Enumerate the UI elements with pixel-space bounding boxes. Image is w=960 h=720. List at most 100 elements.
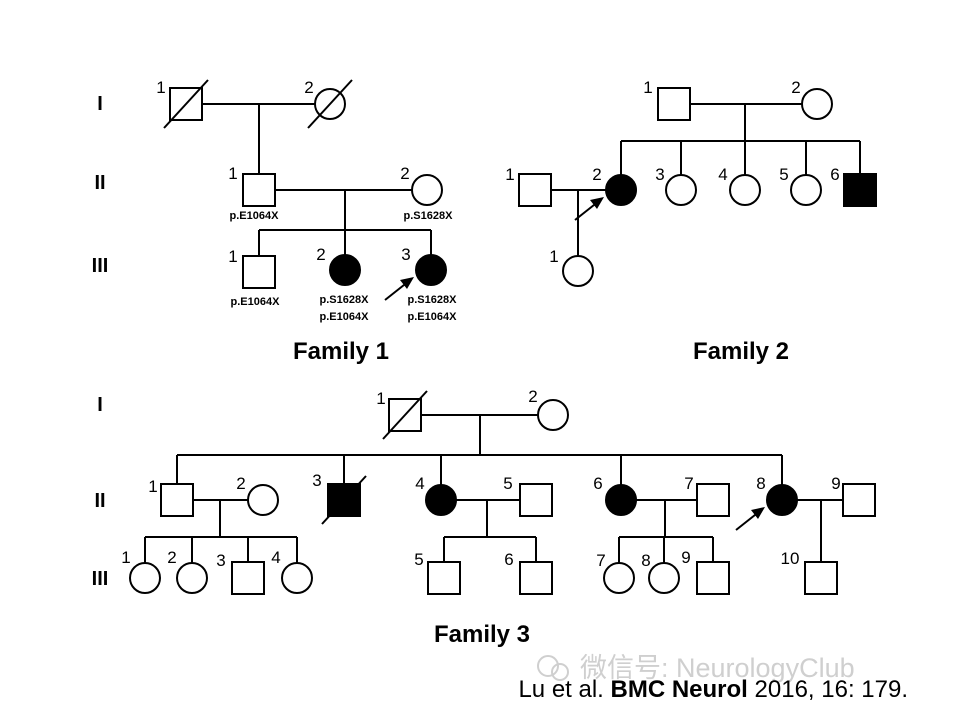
pedigree-individual — [382, 390, 428, 440]
affected-female-symbol — [425, 484, 457, 516]
male-symbol — [842, 483, 876, 517]
pedigree-individual — [790, 174, 822, 206]
pedigree-individual — [518, 173, 552, 207]
generation-label: I — [97, 394, 103, 416]
citation: Lu et al. BMC Neurol 2016, 16: 179. — [518, 676, 908, 703]
pedigree-individual — [519, 561, 553, 595]
watermark-text: 微信号: NeurologyClub — [580, 653, 855, 683]
individual-number: 2 — [236, 474, 245, 493]
individual-number: 1 — [549, 247, 558, 266]
genotype-label: p.E1064X — [408, 311, 458, 323]
female-symbol — [129, 562, 161, 594]
pedigree-individual — [519, 483, 553, 517]
individual-number: 1 — [505, 165, 514, 184]
male-symbol — [427, 561, 461, 595]
male-symbol — [696, 483, 730, 517]
individual-number: 4 — [718, 165, 727, 184]
individual-number: 5 — [779, 165, 788, 184]
individual-number: 3 — [655, 165, 664, 184]
generation-label: III — [92, 568, 109, 590]
proband-arrow-icon — [590, 197, 604, 209]
deceased-slash — [382, 390, 428, 440]
female-symbol — [247, 484, 279, 516]
individual-number: 1 — [228, 247, 237, 266]
affected-female-symbol — [415, 254, 447, 286]
individual-number: 1 — [643, 78, 652, 97]
individual-number: 4 — [271, 548, 280, 567]
pedigree-individual — [321, 475, 367, 525]
pedigree-individual — [129, 562, 161, 594]
individual-number: 7 — [596, 551, 605, 570]
individual-number: 7 — [684, 474, 693, 493]
male-symbol — [696, 561, 730, 595]
pedigree-individual — [242, 255, 276, 289]
pedigree-individual — [801, 88, 833, 120]
pedigree-individual — [562, 255, 594, 287]
deceased-slash — [321, 475, 367, 525]
individual-number: 2 — [400, 164, 409, 183]
pedigree-individual — [176, 562, 208, 594]
citation-suffix: 2016, 16: 179. — [748, 676, 908, 703]
female-symbol — [411, 174, 443, 206]
male-symbol — [242, 173, 276, 207]
pedigree-individual — [427, 561, 461, 595]
pedigree-individual — [665, 174, 697, 206]
male-symbol — [231, 561, 265, 595]
genotype-label: p.S1628X — [404, 210, 454, 222]
pedigree-individual — [605, 484, 637, 516]
individual-number: 8 — [641, 551, 650, 570]
pedigree-individual — [163, 79, 209, 129]
pedigree-individual — [329, 254, 361, 286]
pedigree-individual — [696, 483, 730, 517]
female-symbol — [537, 399, 569, 431]
individual-number: 1 — [148, 477, 157, 496]
individual-number: 4 — [415, 474, 424, 493]
pedigree-individual — [247, 484, 279, 516]
individual-number: 9 — [681, 548, 690, 567]
pedigree-individual — [804, 561, 838, 595]
individual-number: 1 — [121, 548, 130, 567]
citation-journal: BMC Neurol — [611, 676, 748, 703]
male-symbol — [519, 483, 553, 517]
pedigree-individual — [648, 562, 680, 594]
female-symbol — [801, 88, 833, 120]
male-symbol — [518, 173, 552, 207]
pedigree-individual — [307, 79, 353, 129]
pedigree-individual — [729, 174, 761, 206]
individual-number: 1 — [376, 389, 385, 408]
watermark: 微信号: NeurologyClub — [537, 653, 855, 683]
female-symbol — [790, 174, 822, 206]
individual-number: 2 — [304, 78, 313, 97]
pedigree-individual — [425, 484, 457, 516]
individual-number: 2 — [316, 245, 325, 264]
female-symbol — [603, 562, 635, 594]
pedigree-individual — [657, 87, 691, 121]
individual-number: 6 — [504, 550, 513, 569]
pedigree-individual — [281, 562, 313, 594]
female-symbol — [729, 174, 761, 206]
individual-number: 1 — [156, 78, 165, 97]
proband-arrow-icon — [751, 507, 765, 519]
generation-label: I — [97, 93, 103, 115]
individual-number: 6 — [830, 165, 839, 184]
genotype-label: p.E1064X — [230, 210, 280, 222]
affected-female-symbol — [605, 484, 637, 516]
pedigree-individual — [537, 399, 569, 431]
family-title: Family 1 — [293, 338, 389, 365]
pedigree-individual — [160, 483, 194, 517]
affected-female-symbol — [605, 174, 637, 206]
pedigree-individual — [231, 561, 265, 595]
genotype-label: p.S1628X — [320, 294, 370, 306]
pedigree-individual — [574, 174, 637, 221]
female-symbol — [281, 562, 313, 594]
pedigree-individual — [696, 561, 730, 595]
individual-number: 2 — [167, 548, 176, 567]
individual-number: 2 — [528, 387, 537, 406]
pedigree-individual — [842, 483, 876, 517]
male-symbol — [657, 87, 691, 121]
pedigree-individual — [603, 562, 635, 594]
pedigree-symbols — [129, 79, 877, 595]
wechat-icon-bubble — [551, 663, 569, 681]
generation-label: II — [94, 490, 105, 512]
